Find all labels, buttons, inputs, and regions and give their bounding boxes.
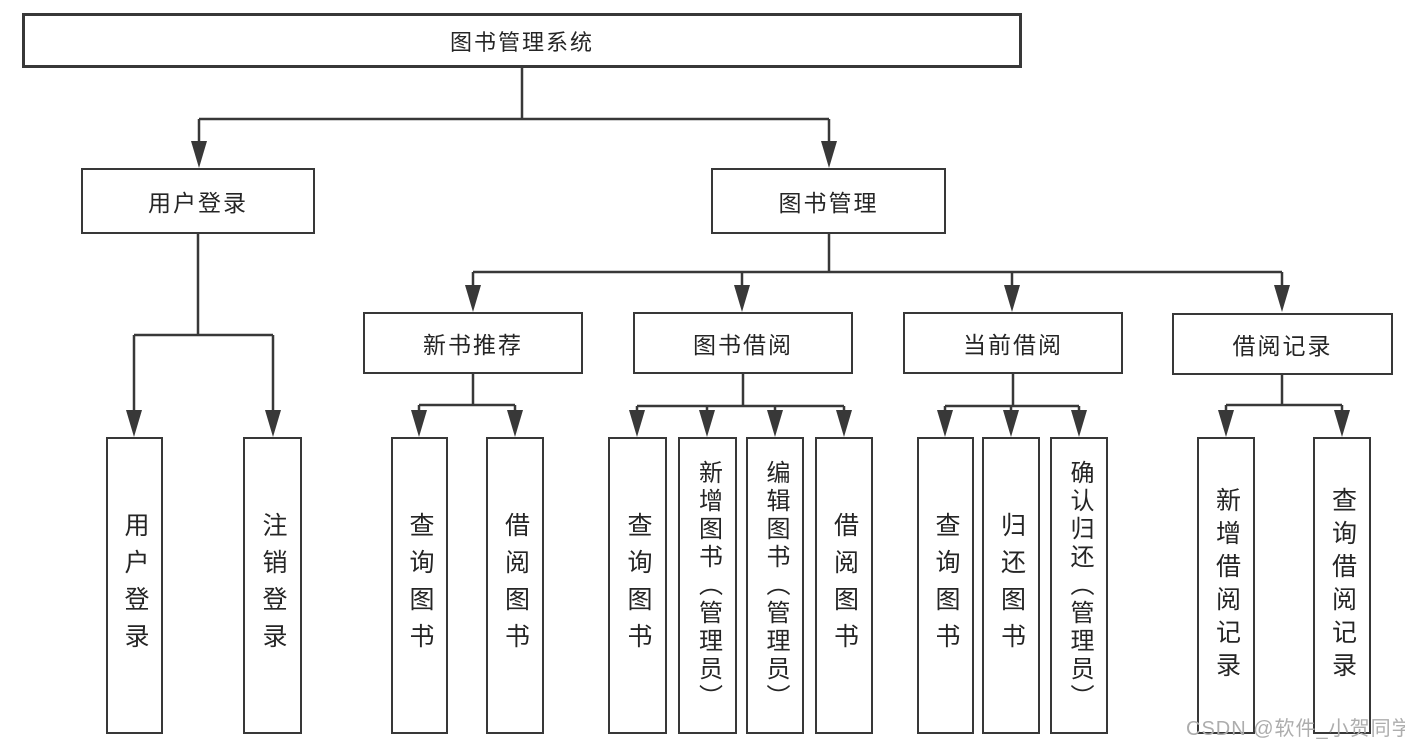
leaf-return-book: 归还图书 bbox=[982, 437, 1040, 734]
csdn-watermark: CSDN @软件_小贺同学 bbox=[1186, 718, 1405, 740]
leaf-add-book-admin-label: 新增图书（管理员） bbox=[694, 459, 722, 712]
leaf-query-book-borrow: 查询图书 bbox=[608, 437, 667, 734]
leaf-return-book-label: 归还图书 bbox=[997, 511, 1026, 660]
leaf-user-login-label: 用户登录 bbox=[121, 511, 149, 660]
leaf-query-book-current: 查询图书 bbox=[917, 437, 974, 734]
edge-book-borrow-to-leaves bbox=[635, 374, 846, 418]
leaf-logout: 注销登录 bbox=[243, 437, 302, 734]
node-borrow-records-label: 借阅记录 bbox=[1232, 333, 1333, 359]
leaf-add-book-admin: 新增图书（管理员） bbox=[678, 437, 737, 734]
node-book-management-label: 图书管理 bbox=[778, 190, 879, 216]
leaf-borrow-book-label: 借阅图书 bbox=[830, 511, 859, 660]
node-new-book-recommend-label: 新书推荐 bbox=[423, 332, 523, 358]
leaf-user-login: 用户登录 bbox=[106, 437, 163, 734]
leaf-edit-book-admin: 编辑图书（管理员） bbox=[746, 437, 804, 734]
leaf-confirm-return-admin-label: 确认归还（管理员） bbox=[1066, 459, 1093, 712]
arrowheads bbox=[126, 141, 1350, 437]
node-root-library-system: 图书管理系统 bbox=[22, 13, 1022, 68]
node-current-borrow-label: 当前借阅 bbox=[963, 332, 1063, 358]
node-borrow-records: 借阅记录 bbox=[1172, 313, 1393, 375]
leaf-borrow-book-recommend: 借阅图书 bbox=[486, 437, 544, 734]
edge-user-login-to-leaves bbox=[132, 234, 275, 418]
leaf-query-borrow-record-label: 查询借阅记录 bbox=[1328, 486, 1357, 685]
leaf-query-borrow-record: 查询借阅记录 bbox=[1313, 437, 1371, 734]
node-root-label: 图书管理系统 bbox=[449, 29, 594, 55]
leaf-confirm-return-admin: 确认归还（管理员） bbox=[1050, 437, 1108, 734]
leaf-logout-label: 注销登录 bbox=[259, 511, 287, 660]
leaf-add-borrow-record-label: 新增借阅记录 bbox=[1212, 486, 1241, 685]
node-book-borrow: 图书借阅 bbox=[633, 312, 853, 374]
node-book-borrow-label: 图书借阅 bbox=[693, 332, 793, 358]
leaf-borrow-book-recommend-label: 借阅图书 bbox=[501, 511, 530, 660]
node-new-book-recommend: 新书推荐 bbox=[363, 312, 583, 374]
leaf-borrow-book: 借阅图书 bbox=[815, 437, 873, 734]
edge-new-book-to-leaves bbox=[417, 374, 517, 418]
node-book-management: 图书管理 bbox=[711, 168, 946, 234]
leaf-query-book-current-label: 查询图书 bbox=[932, 511, 960, 660]
node-user-login-label: 用户登录 bbox=[148, 190, 248, 216]
node-current-borrow: 当前借阅 bbox=[903, 312, 1123, 374]
leaf-query-book-borrow-label: 查询图书 bbox=[624, 511, 652, 660]
node-user-login: 用户登录 bbox=[81, 168, 315, 234]
leaf-query-book-recommend-label: 查询图书 bbox=[406, 511, 434, 660]
edge-root-to-level2 bbox=[197, 68, 831, 150]
leaf-query-book-recommend: 查询图书 bbox=[391, 437, 448, 734]
leaf-edit-book-admin-label: 编辑图书（管理员） bbox=[762, 459, 789, 712]
leaf-add-borrow-record: 新增借阅记录 bbox=[1197, 437, 1255, 734]
edge-book-management-to-level3 bbox=[471, 234, 1284, 293]
edge-borrow-records-to-leaves bbox=[1224, 375, 1344, 418]
